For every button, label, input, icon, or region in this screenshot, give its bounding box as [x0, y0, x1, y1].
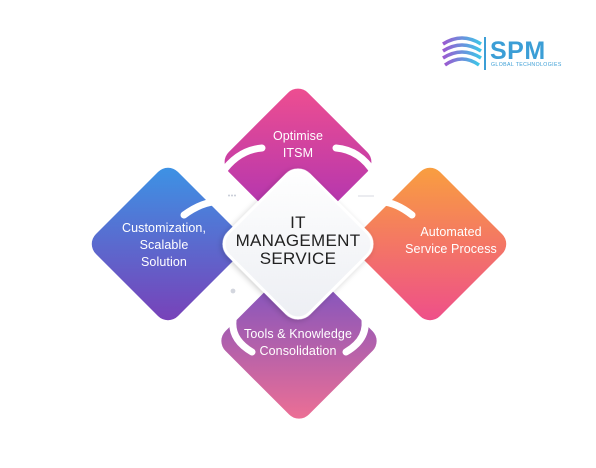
center-diamond: [222, 168, 374, 320]
logo-globe-icon: [442, 33, 482, 71]
petal-top-line1: Optimise: [272, 129, 324, 143]
logo-divider: [484, 37, 486, 70]
petal-bottom-line1: Tools & Knowledge: [243, 327, 353, 341]
petal-left-line1: Customization,: [121, 221, 207, 235]
center-line3: SERVICE: [259, 249, 337, 268]
petal-top-label: Optimise ITSM: [248, 128, 348, 162]
petal-left-label: Customization, Scalable Solution: [114, 220, 214, 271]
petal-bottom: [221, 263, 377, 419]
logo-name: SPM: [490, 37, 546, 65]
connector-arcs: [180, 144, 416, 356]
petal-top-line2: ITSM: [282, 146, 314, 160]
chat-icon: [225, 190, 239, 205]
petal-bottom-line2: Consolidation: [259, 344, 337, 358]
center-line2: MANAGEMENT: [235, 231, 361, 250]
petal-bottom-label: Tools & Knowledge Consolidation: [236, 326, 360, 360]
petal-left-line3: Solution: [141, 255, 187, 269]
petal-right-label: Automated Service Process: [398, 224, 504, 258]
gear-icon: [224, 282, 242, 300]
magnifier-icon: [357, 284, 374, 301]
center-label: IT MANAGEMENT SERVICE: [230, 214, 366, 268]
petal-right-line1: Automated: [420, 225, 482, 239]
petal-right-line2: Service Process: [405, 242, 497, 256]
logo-tagline: GLOBAL TECHNOLOGIES: [491, 62, 562, 68]
briefcase-icon: [358, 188, 374, 202]
center-line1: IT: [290, 213, 306, 232]
petal-left-line2: Scalable: [139, 238, 189, 252]
